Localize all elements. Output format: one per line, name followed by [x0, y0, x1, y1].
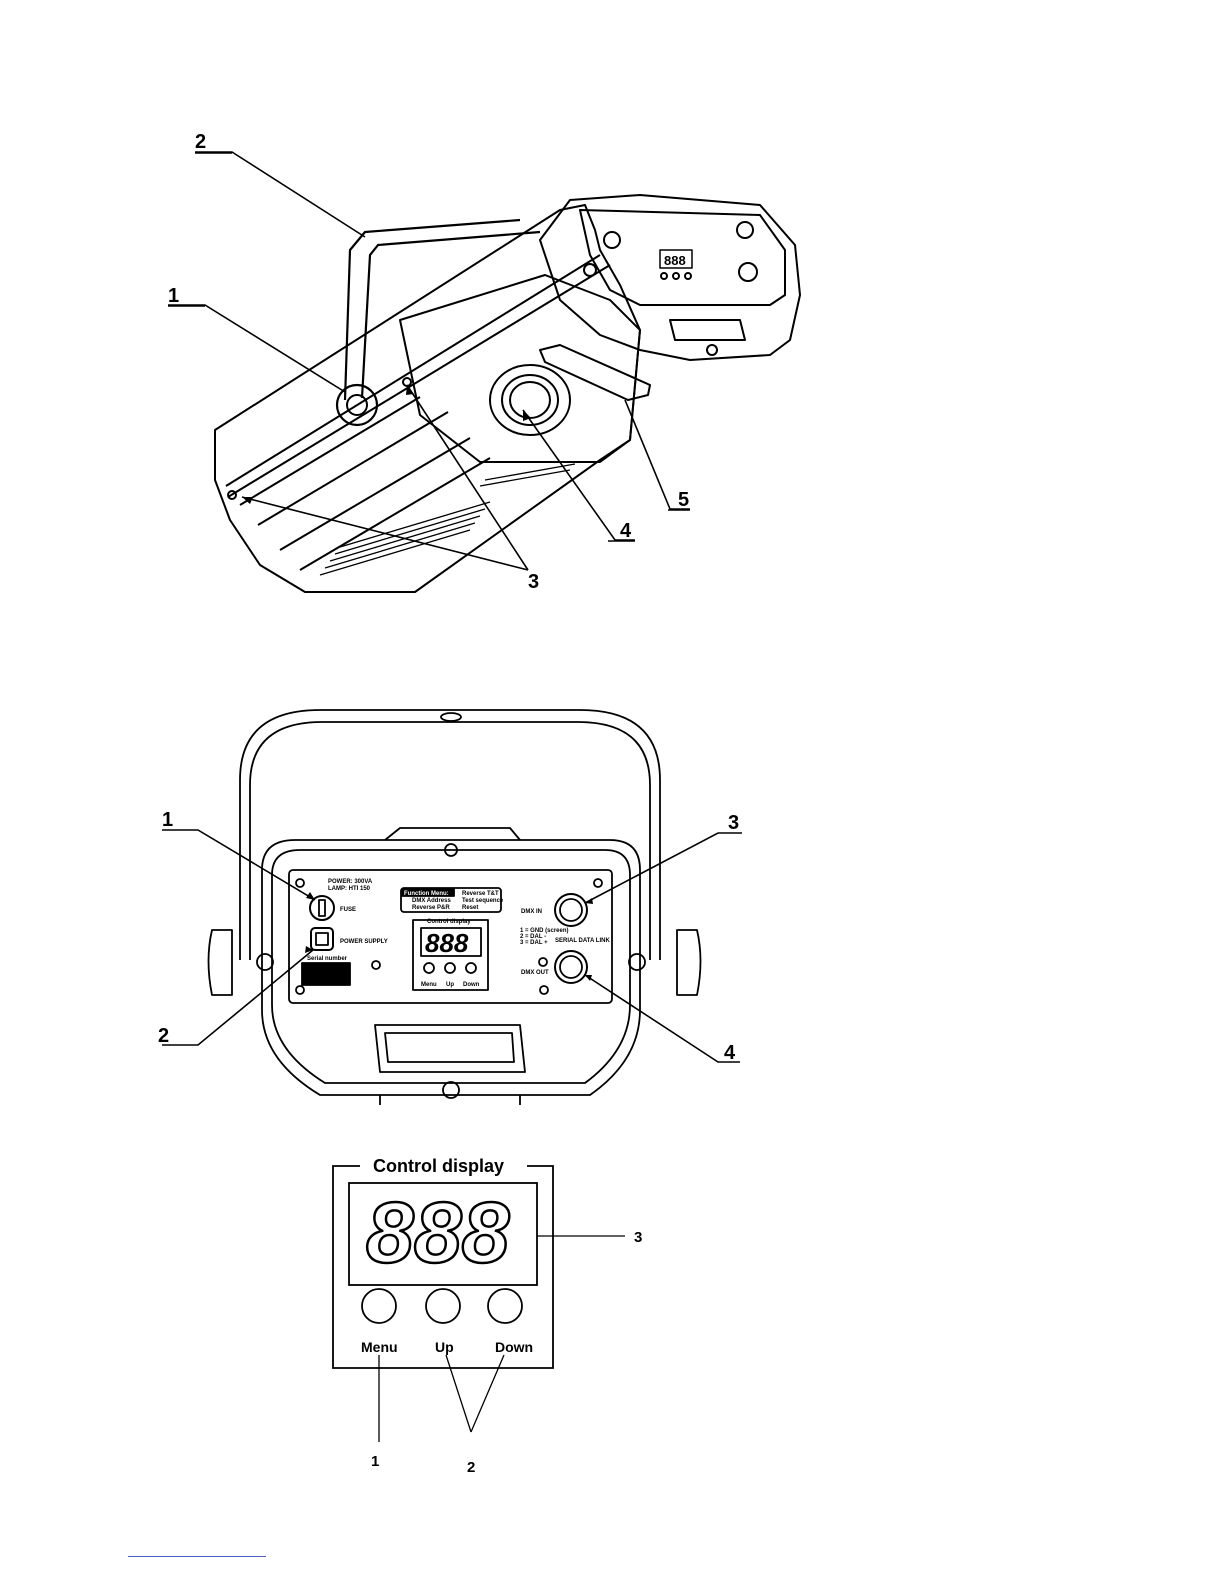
left-knob [209, 930, 233, 995]
control-display-figure: Control display 888 Menu Up Down 1 2 3 [0, 1150, 1224, 1480]
control-display-title: Control display [373, 1156, 504, 1176]
down-label: Down [495, 1339, 533, 1355]
right-knob [677, 930, 701, 995]
callout-4: 4 [724, 1042, 736, 1064]
menu-button [362, 1289, 396, 1323]
menu-item-5: Reset [462, 905, 478, 911]
fuse-label: FUSE [340, 907, 356, 913]
control-display-label: Control display [427, 919, 471, 925]
btn-up-label: Up [446, 982, 454, 988]
pin-3-label: 3 = DAL + [520, 940, 548, 946]
callout-3: 3 [634, 1229, 642, 1246]
callout-2: 2 [158, 1025, 169, 1047]
panel-display-digits: 888 [425, 928, 469, 958]
btn-menu-label: Menu [421, 982, 437, 988]
vent-slots [320, 464, 575, 575]
fixture-body [215, 205, 640, 592]
lamp-label: LAMP: HTI 150 [328, 886, 371, 892]
callout-1: 1 [162, 809, 173, 831]
dmx-out-label: DMX OUT [521, 970, 549, 976]
callout-5: 5 [678, 489, 689, 511]
callout-2: 2 [195, 131, 206, 153]
footer-rule [128, 1556, 266, 1557]
rear-panel-box [540, 195, 800, 360]
rear-display-digits: 888 [664, 253, 686, 268]
function-menu-label: Function Menu: [404, 891, 449, 897]
callout-3: 3 [528, 571, 539, 593]
dmx-in-label: DMX IN [521, 909, 542, 915]
menu-item-2: Reverse P&R [412, 905, 450, 911]
callout-3: 3 [728, 812, 739, 834]
menu-button [424, 963, 434, 973]
power-label: POWER: 300VA [328, 879, 373, 885]
serial-data-link-label: SERIAL DATA LINK [555, 938, 610, 944]
menu-label: Menu [361, 1339, 398, 1355]
serial-number-label: Serial number [307, 956, 348, 962]
down-button [488, 1289, 522, 1323]
callout-1: 1 [371, 1453, 379, 1470]
menu-item-3: Reverse T&T [462, 891, 499, 897]
callout-2: 2 [467, 1459, 475, 1476]
btn-down-label: Down [463, 982, 480, 988]
rear-panel-figure: POWER: 300VA LAMP: HTI 150 FUSE POWER SU… [0, 700, 1224, 1120]
up-label: Up [435, 1339, 454, 1355]
down-button [466, 963, 476, 973]
menu-item-4: Test sequence [462, 898, 504, 904]
menu-item-1: DMX Address [412, 898, 451, 904]
carry-handle [375, 1025, 525, 1072]
serial-number-plate [302, 963, 350, 985]
callout-4: 4 [620, 520, 632, 542]
power-supply-label: POWER SUPPLY [340, 939, 388, 945]
fixture-isometric-figure: 888 1 2 3 4 5 [0, 120, 1224, 610]
callout-1: 1 [168, 285, 179, 307]
up-button [426, 1289, 460, 1323]
power-supply-socket [311, 928, 333, 950]
up-button [445, 963, 455, 973]
display-digits: 888 [366, 1185, 510, 1281]
